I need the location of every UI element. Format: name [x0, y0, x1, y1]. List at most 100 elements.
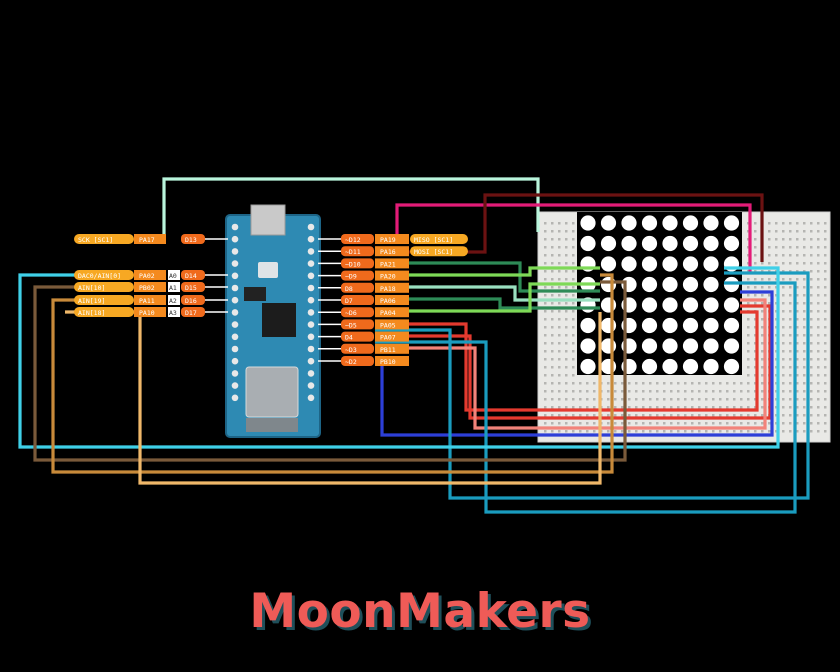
breadboard-hole [551, 398, 554, 401]
breadboard-hole [558, 310, 561, 313]
breadboard-hole [726, 398, 729, 401]
breadboard-hole [572, 262, 575, 265]
breadboard-hole [768, 302, 771, 305]
breadboard-hole [782, 310, 785, 313]
right-pin-hole [307, 309, 315, 316]
reset-button[interactable] [258, 262, 278, 278]
breadboard-hole [551, 406, 554, 409]
breadboard-hole [670, 406, 673, 409]
breadboard-hole [565, 238, 568, 241]
breadboard-hole [754, 302, 757, 305]
pin-port-pill [375, 307, 409, 318]
breadboard-hole [593, 390, 596, 393]
breadboard-hole [698, 382, 701, 385]
breadboard-hole [572, 366, 575, 369]
breadboard-hole [544, 342, 547, 345]
led-dot [641, 215, 658, 231]
breadboard-hole [719, 406, 722, 409]
pin-label-pill [410, 246, 468, 257]
breadboard-hole [789, 270, 792, 273]
breadboard-hole [747, 278, 750, 281]
breadboard-hole [733, 430, 736, 433]
breadboard-hole [817, 422, 820, 425]
breadboard-hole [817, 278, 820, 281]
pin-number-pill [341, 356, 374, 366]
breadboard-hole [754, 366, 757, 369]
pin-number-label: D15 [185, 284, 197, 292]
breadboard-hole [761, 302, 764, 305]
breadboard-hole [586, 382, 589, 385]
breadboard-hole [586, 430, 589, 433]
breadboard-hole [782, 270, 785, 273]
pin-alt-label: A1 [169, 284, 177, 292]
breadboard-hole [761, 286, 764, 289]
breadboard-hole [761, 430, 764, 433]
breadboard-hole [789, 390, 792, 393]
led-dot [580, 215, 596, 231]
breadboard-hole [817, 430, 820, 433]
breadboard-hole [775, 262, 778, 265]
breadboard-hole [754, 270, 757, 273]
led-dot [703, 215, 719, 231]
breadboard-hole [796, 326, 799, 329]
breadboard-hole [775, 270, 778, 273]
breadboard-hole [544, 406, 547, 409]
breadboard-hole [761, 382, 764, 385]
breadboard-hole [775, 334, 778, 337]
pin-alt-pill [168, 307, 180, 317]
breadboard-hole [558, 302, 561, 305]
breadboard-hole [747, 230, 750, 233]
breadboard-hole [558, 238, 561, 241]
left-pin-hole [231, 284, 239, 292]
breadboard-hole [572, 222, 575, 225]
breadboard-hole [705, 414, 708, 417]
breadboard-hole [824, 310, 827, 313]
breadboard-hole [789, 246, 792, 249]
breadboard-hole [817, 398, 820, 401]
breadboard-hole [677, 430, 680, 433]
breadboard-hole [803, 278, 806, 281]
led-dot [662, 256, 678, 272]
breadboard-hole [810, 318, 813, 321]
breadboard-hole [544, 358, 547, 361]
led-dot [600, 256, 617, 272]
breadboard-hole [782, 334, 785, 337]
breadboard-hole [551, 270, 554, 273]
breadboard-hole [565, 350, 568, 353]
breadboard-hole [824, 390, 827, 393]
pin-function-label: SCK [SC1] [78, 236, 113, 244]
led-dot [641, 235, 658, 252]
breadboard-hole [565, 390, 568, 393]
led-dot [621, 256, 637, 272]
breadboard-hole [796, 390, 799, 393]
breadboard-hole [810, 398, 813, 401]
breadboard-hole [824, 262, 827, 265]
breadboard-hole [558, 334, 561, 337]
breadboard-hole [565, 318, 568, 321]
breadboard-hole [572, 350, 575, 353]
breadboard-hole [705, 406, 708, 409]
breadboard-hole [747, 238, 750, 241]
breadboard-hole [621, 390, 624, 393]
pin-label-pill [74, 295, 134, 305]
breadboard-hole [670, 430, 673, 433]
pin-number-label: ~D10 [345, 260, 361, 268]
breadboard-hole [691, 382, 694, 385]
breadboard-hole [551, 326, 554, 329]
led-dot [641, 297, 658, 313]
breadboard-hole [747, 294, 750, 297]
led-dot [600, 276, 617, 293]
breadboard-hole [579, 390, 582, 393]
pin-port-pill [375, 295, 409, 305]
breadboard-hole [544, 254, 547, 257]
breadboard-hole [544, 222, 547, 225]
pin-number-pill [181, 234, 205, 244]
pin-number-label: D13 [185, 236, 197, 244]
breadboard-hole [551, 422, 554, 425]
breadboard-hole [782, 390, 785, 393]
pin-number-pill [181, 270, 205, 280]
breadboard-hole [824, 382, 827, 385]
breadboard-hole [775, 238, 778, 241]
pin-function-label: AIN[18] [78, 309, 105, 317]
pin-port-pill [375, 343, 409, 354]
